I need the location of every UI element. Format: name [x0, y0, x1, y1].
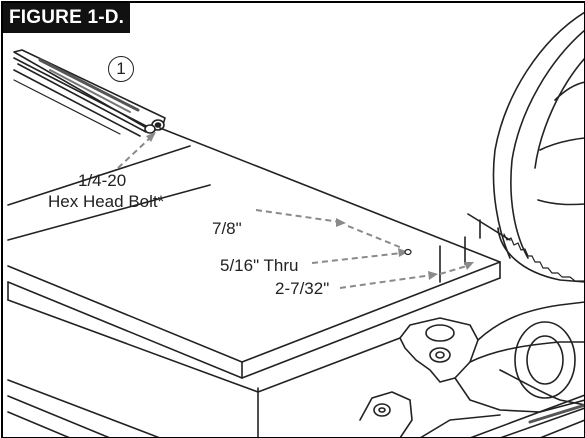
edge-arrowhead-right: [464, 262, 474, 270]
depth-leader: [255, 209, 341, 223]
lower-table-detail: [7, 379, 161, 438]
bolt-size-label: 1/4-20: [78, 171, 127, 190]
hole-marker: [404, 248, 412, 256]
hole-arrowhead: [398, 248, 408, 257]
edge-arrowhead-left: [428, 271, 438, 280]
edge-distance-leader: [339, 274, 433, 289]
callout-number-1: 1: [108, 56, 134, 82]
edge-dimension-line: [439, 264, 471, 275]
hole-leader: [311, 252, 403, 264]
table-top: [7, 127, 501, 438]
hex-head-bolt: [144, 119, 165, 134]
fence-rail: [13, 49, 166, 137]
depth-label: 7/8": [212, 219, 242, 238]
bolt-type-label: Hex Head Bolt*: [48, 192, 165, 211]
figure-title: FIGURE 1-D.: [3, 3, 131, 33]
bolt-arrowhead: [146, 132, 156, 142]
bolt-leader: [117, 137, 151, 169]
hole-label: 5/16" Thru: [220, 256, 299, 275]
depth-arrowhead: [336, 218, 346, 227]
edge-distance-label: 2-7/32": [275, 279, 330, 298]
saw-blade-guard: [467, 11, 585, 283]
saw-base: [359, 301, 585, 438]
